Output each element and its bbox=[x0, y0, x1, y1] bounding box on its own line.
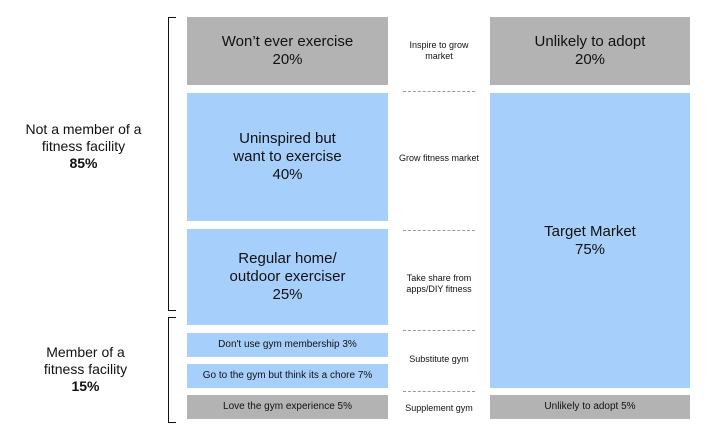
unlikely-bottom-label: Unlikely to adopt 5% bbox=[544, 401, 636, 412]
non-member-bracket-bottom-tick bbox=[168, 310, 176, 311]
member-bracket-bottom-tick bbox=[168, 422, 176, 423]
wont-exercise-label: Won’t ever exercise bbox=[221, 33, 354, 50]
supplement-label: Supplement gym bbox=[405, 403, 473, 413]
unlikely-top-box: Unlikely to adopt 20% bbox=[490, 17, 690, 85]
inspire-label: Inspire to grow market bbox=[384, 40, 494, 62]
love-gym-box: Love the gym experience 5% bbox=[187, 395, 388, 419]
regular-home-line2: outdoor exerciser bbox=[229, 268, 346, 285]
substitute-label: Substitute gym bbox=[409, 354, 469, 364]
uninspired-box: Uninspired but want to exercise 40% bbox=[187, 93, 388, 221]
regular-home-box: Regular home/ outdoor exerciser 25% bbox=[187, 229, 388, 325]
inspire-line1: Inspire to grow bbox=[409, 40, 469, 50]
non-member-bracket bbox=[168, 17, 169, 311]
member-bracket bbox=[168, 317, 169, 423]
inspire-line2: market bbox=[425, 51, 453, 61]
take-share-line1: Take share from bbox=[406, 273, 472, 283]
member-line1: Member of a bbox=[46, 344, 125, 360]
divider-4 bbox=[403, 391, 475, 392]
wont-exercise-box: Won’t ever exercise 20% bbox=[187, 17, 388, 85]
target-market-box: Target Market 75% bbox=[490, 93, 690, 388]
uninspired-line2: want to exercise bbox=[233, 148, 342, 165]
member-segment-label: Member of a fitness facility 15% bbox=[18, 344, 153, 395]
gym-chore-label: Go to the gym but think its a chore 7% bbox=[202, 370, 373, 381]
target-market-value: 75% bbox=[574, 240, 606, 258]
uninspired-line1: Uninspired but bbox=[239, 130, 336, 147]
non-member-bracket-top-tick bbox=[168, 17, 176, 18]
divider-3 bbox=[403, 330, 475, 331]
target-market-label: Target Market bbox=[544, 222, 636, 240]
non-member-line1: Not a member of a bbox=[25, 121, 142, 137]
gym-chore-box: Go to the gym but think its a chore 7% bbox=[187, 364, 388, 388]
love-gym-label: Love the gym experience 5% bbox=[223, 401, 352, 412]
non-member-value: 85% bbox=[69, 155, 98, 171]
member-line2: fitness facility bbox=[43, 361, 128, 377]
unlikely-bottom-box: Unlikely to adopt 5% bbox=[490, 395, 690, 419]
uninspired-value: 40% bbox=[272, 166, 303, 183]
unlikely-top-label: Unlikely to adopt bbox=[534, 33, 646, 50]
non-member-line2: fitness facility bbox=[41, 138, 126, 154]
regular-home-line1: Regular home/ bbox=[238, 250, 337, 267]
take-share-label: Take share from apps/DIY fitness bbox=[384, 273, 494, 295]
take-share-line2: apps/DIY fitness bbox=[406, 284, 472, 294]
divider-2 bbox=[403, 230, 475, 231]
dont-use-gym-label: Don't use gym membership 3% bbox=[218, 339, 357, 350]
grow-label: Grow fitness market bbox=[398, 153, 480, 163]
unlikely-top-value: 20% bbox=[574, 51, 606, 68]
non-member-segment-label: Not a member of a fitness facility 85% bbox=[6, 121, 161, 172]
divider-1 bbox=[403, 91, 475, 92]
wont-exercise-value: 20% bbox=[272, 51, 303, 68]
regular-home-value: 25% bbox=[272, 286, 303, 303]
member-bracket-top-tick bbox=[168, 317, 176, 318]
dont-use-gym-box: Don't use gym membership 3% bbox=[187, 333, 388, 357]
member-value: 15% bbox=[71, 378, 100, 394]
